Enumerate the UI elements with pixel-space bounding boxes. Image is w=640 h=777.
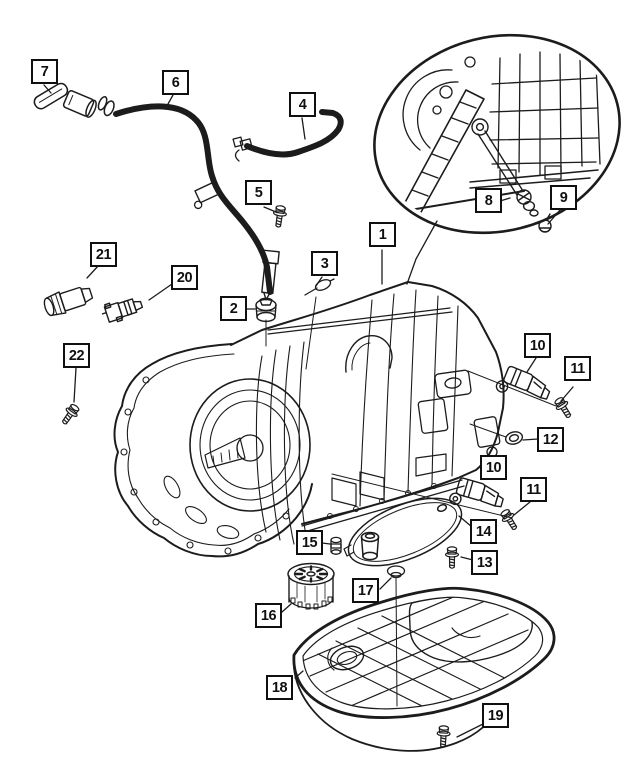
alignment-lines <box>265 296 557 707</box>
callout-15[interactable]: 15 <box>296 530 323 555</box>
callout-19[interactable]: 19 <box>482 703 509 728</box>
callout-9[interactable]: 9 <box>550 185 577 210</box>
bolt-13-drawing <box>445 546 459 569</box>
callout-13[interactable]: 13 <box>471 550 498 575</box>
switch-20-drawing <box>101 298 144 323</box>
callout-12[interactable]: 12 <box>537 427 564 452</box>
callout-5[interactable]: 5 <box>245 180 272 205</box>
plug-17-drawing <box>386 565 406 579</box>
bolt-11-upper-drawing <box>551 394 576 421</box>
access-plate-14-drawing <box>343 497 463 567</box>
screw-3-drawing <box>304 278 335 296</box>
dipstick-tube-drawing <box>113 103 280 301</box>
callout-1[interactable]: 1 <box>369 222 396 247</box>
sensor-21-drawing <box>43 286 94 317</box>
callout-8[interactable]: 8 <box>475 188 502 213</box>
oil-pan-18-drawing <box>292 586 556 752</box>
bolt-19-drawing <box>435 724 451 749</box>
callout-3[interactable]: 3 <box>311 251 338 276</box>
retainer-9-drawing <box>538 213 552 233</box>
callout-6[interactable]: 6 <box>162 70 189 95</box>
nut-12-drawing <box>504 431 524 445</box>
callout-10-lower[interactable]: 10 <box>480 455 507 480</box>
dipstick-handle-drawing <box>33 82 115 118</box>
callout-11-upper[interactable]: 11 <box>564 356 591 381</box>
oil-filter-16-drawing <box>287 562 335 610</box>
grommet-15-drawing <box>330 536 342 555</box>
tube-seal-2-drawing <box>255 297 277 323</box>
callout-4[interactable]: 4 <box>289 92 316 117</box>
callout-17[interactable]: 17 <box>352 578 379 603</box>
leader-lines <box>43 84 574 738</box>
callout-10-upper[interactable]: 10 <box>524 333 551 358</box>
vent-hose-drawing <box>232 109 344 162</box>
transmission-case-drawing <box>113 281 505 558</box>
callout-2[interactable]: 2 <box>220 296 247 321</box>
bolt-22-drawing <box>57 401 82 428</box>
detail-inset-ellipse <box>373 33 621 235</box>
speed-sensor-10-lower-drawing <box>447 475 507 518</box>
callout-16[interactable]: 16 <box>255 603 282 628</box>
callout-11-lower[interactable]: 11 <box>520 477 547 502</box>
bolt-8-drawing <box>471 118 539 217</box>
bolt-5-drawing <box>271 204 288 229</box>
callout-7[interactable]: 7 <box>31 59 58 84</box>
callout-20[interactable]: 20 <box>171 265 198 290</box>
callout-18[interactable]: 18 <box>266 675 293 700</box>
callout-22[interactable]: 22 <box>63 343 90 368</box>
callout-14[interactable]: 14 <box>470 519 497 544</box>
callout-21[interactable]: 21 <box>90 242 117 267</box>
bolt-11-lower-drawing <box>497 506 522 533</box>
